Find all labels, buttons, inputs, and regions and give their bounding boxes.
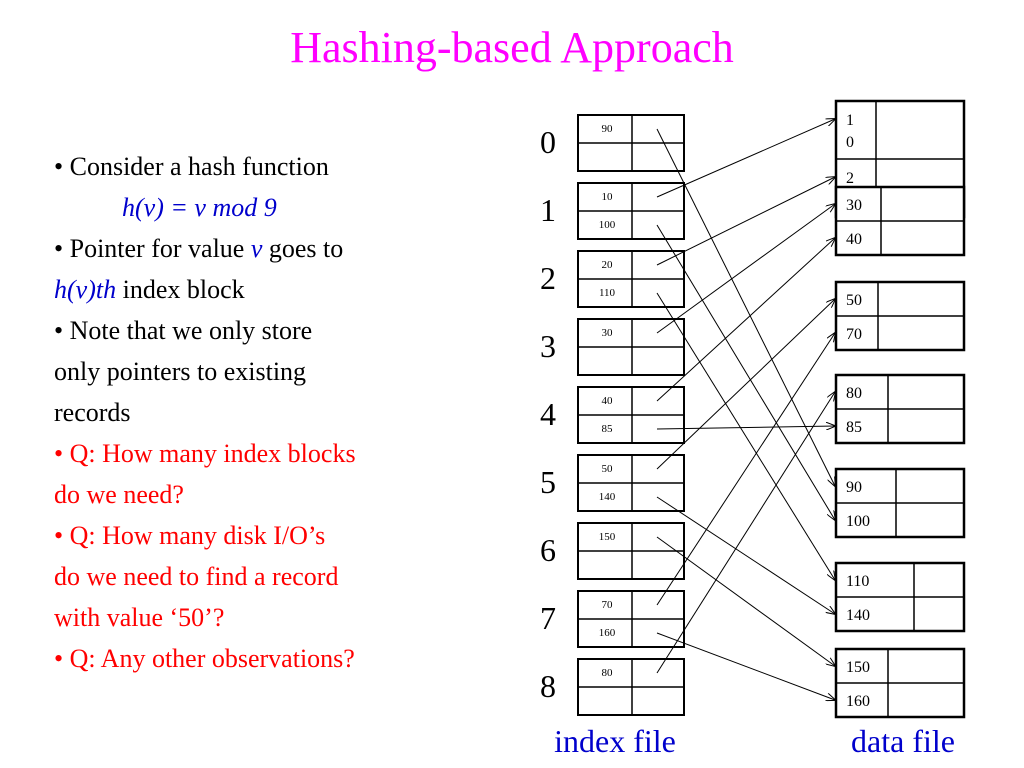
- index-cell-value: 40: [602, 395, 614, 407]
- bullet-pointer-rest: index block: [116, 275, 245, 304]
- data-record-value: 160: [846, 693, 870, 710]
- question-1-l2: do we need?: [54, 480, 184, 509]
- index-block: 6 150: [540, 522, 685, 580]
- data-block: 80 85: [834, 373, 966, 445]
- bullet-pointer-suffix: goes to: [262, 234, 344, 263]
- bullet-hash-function: • Consider a hash function: [54, 152, 329, 181]
- bullet-note-l2: only pointers to existing: [54, 357, 307, 386]
- data-record-value: 30: [846, 197, 862, 214]
- pointer-arrow: [656, 177, 835, 266]
- data-record-value: 50: [846, 292, 862, 309]
- index-block-number: 3: [540, 328, 556, 364]
- pointer-arrows: [656, 119, 835, 700]
- index-cell-value: 10: [602, 191, 614, 203]
- index-block-number: 5: [540, 464, 556, 500]
- slide-title: Hashing-based Approach: [290, 23, 734, 72]
- pointer-arrow: [656, 496, 835, 614]
- bullet-pointer-prefix: • Pointer for value: [54, 234, 251, 263]
- data-file: 102030405070808590100110140150160: [834, 99, 966, 719]
- pointer-arrow: [656, 536, 835, 666]
- index-file-label: index file: [554, 723, 676, 759]
- index-block: 8 80: [540, 658, 685, 716]
- index-block-number: 7: [540, 600, 556, 636]
- index-cell-value: 110: [599, 287, 616, 299]
- index-block-number: 6: [540, 532, 556, 568]
- data-record-value: 70: [846, 326, 862, 343]
- index-block: 2 20 110: [540, 250, 685, 308]
- data-record-value: 150: [846, 659, 870, 676]
- data-record-value: 40: [846, 231, 862, 248]
- index-cell-value: 160: [599, 627, 616, 639]
- data-record-value: 100: [846, 513, 870, 530]
- question-2-l3: with value ‘50’?: [54, 603, 225, 632]
- var-hvth: h(v)th: [54, 275, 117, 304]
- index-block-number: 0: [540, 124, 556, 160]
- index-cell-value: 80: [602, 667, 614, 679]
- bullet-list: • Consider a hash function h(v) = v mod …: [54, 146, 474, 679]
- bullet-note-l3: records: [54, 398, 131, 427]
- index-block-number: 2: [540, 260, 556, 296]
- data-block: 30 40: [834, 185, 966, 257]
- pointer-arrow: [656, 426, 835, 429]
- index-cell-value: 50: [602, 463, 614, 475]
- index-block-number: 1: [540, 192, 556, 228]
- index-block: 3 30: [540, 318, 685, 376]
- data-file-label: data file: [851, 723, 955, 759]
- index-cell-value: 30: [602, 327, 614, 339]
- pointer-arrow: [656, 632, 835, 700]
- data-block: 150 160: [834, 647, 966, 719]
- pointer-arrow: [656, 392, 835, 674]
- index-cell-value: 20: [602, 259, 614, 271]
- index-block: 7 70 160: [540, 590, 685, 648]
- index-cell-value: 90: [602, 123, 614, 135]
- data-record-value: 80: [846, 385, 862, 402]
- question-2-l1: • Q: How many disk I/O’s: [54, 521, 326, 550]
- data-record-value: 90: [846, 479, 862, 496]
- data-block: 50 70: [834, 280, 966, 352]
- index-block: 4 40 85: [540, 386, 685, 444]
- var-v: v: [250, 234, 263, 263]
- index-block-number: 4: [540, 396, 556, 432]
- index-cell-value: 140: [599, 491, 616, 503]
- index-cell-value: 70: [602, 599, 614, 611]
- index-block-number: 8: [540, 668, 556, 704]
- question-1-l1: • Q: How many index blocks: [54, 439, 356, 468]
- pointer-arrow: [656, 333, 835, 606]
- data-record-value: 85: [846, 419, 862, 436]
- question-2-l2: do we need to find a record: [54, 562, 339, 591]
- index-cell-value: 150: [599, 531, 616, 543]
- hash-formula: h(v) = v mod 9: [122, 193, 277, 222]
- question-3: • Q: Any other observations?: [54, 644, 355, 673]
- bullet-note-l1: • Note that we only store: [54, 316, 313, 345]
- data-block: 90 100: [834, 467, 966, 539]
- data-record-value: 110: [846, 573, 869, 590]
- pointer-arrow: [656, 292, 835, 580]
- pointer-arrow: [656, 238, 835, 402]
- pointer-arrow: [656, 119, 835, 198]
- index-block: 0 90: [540, 114, 685, 172]
- pointer-arrow: [656, 299, 835, 470]
- data-block: 110 140: [834, 561, 966, 633]
- pointer-arrow: [656, 224, 835, 520]
- data-record-value: 140: [846, 607, 870, 624]
- pointer-arrow: [656, 204, 835, 334]
- bullet-pointer: • Pointer for value v goes to: [54, 228, 474, 269]
- index-block: 5 50 140: [540, 454, 685, 512]
- index-cell-value: 100: [599, 219, 616, 231]
- index-cell-value: 85: [602, 423, 614, 435]
- bullet-pointer-line2: h(v)th index block: [54, 269, 474, 310]
- index-block: 1 10 100: [540, 182, 685, 240]
